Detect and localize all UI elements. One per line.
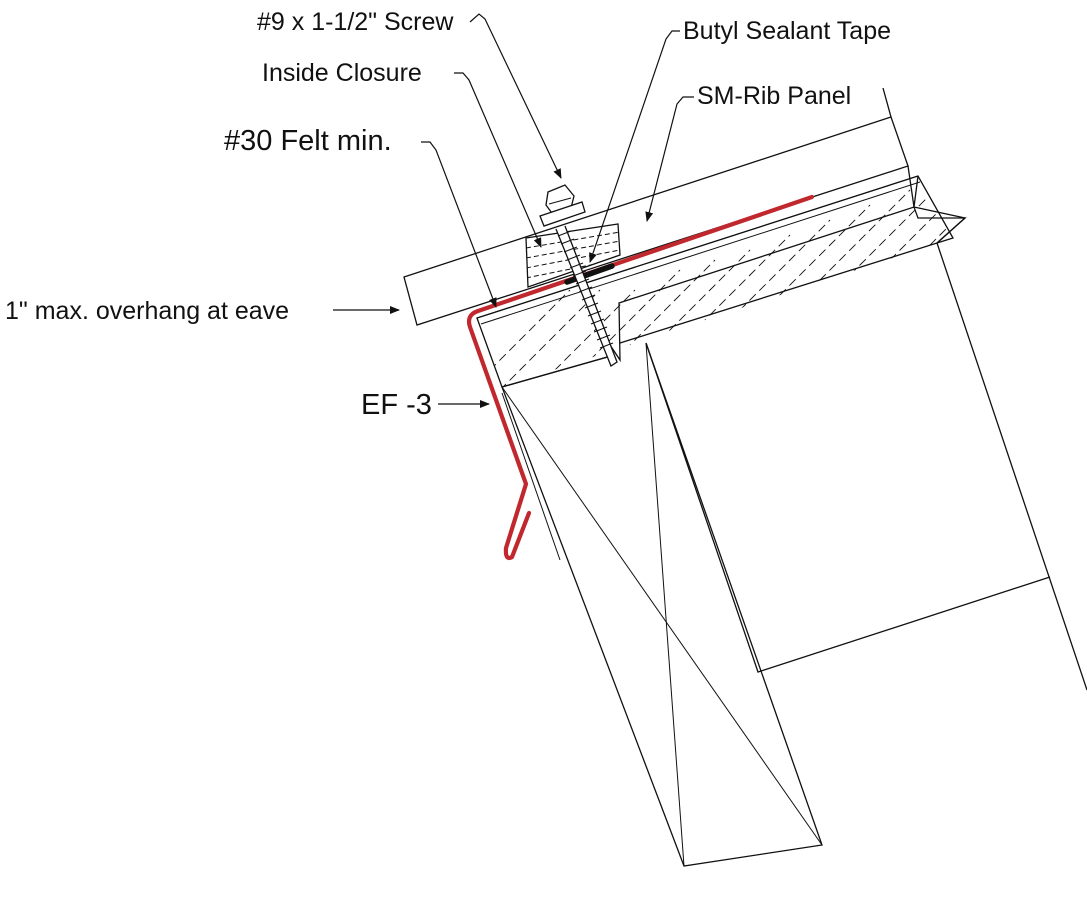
callout-butyl: Butyl Sealant Tape (589, 17, 891, 263)
callout-screw: #9 x 1-1/2" Screw (257, 8, 562, 179)
callout-felt: #30 Felt min. (224, 125, 497, 308)
ef3-label: EF -3 (361, 389, 432, 421)
callout-ef3: EF -3 (361, 389, 490, 421)
overhang-label: 1" max. overhang at eave (5, 297, 289, 325)
felt-label: #30 Felt min. (224, 125, 392, 157)
butyl-label: Butyl Sealant Tape (683, 17, 891, 45)
screw-label: #9 x 1-1/2" Screw (257, 8, 454, 36)
panel-label: SM-Rib Panel (697, 82, 851, 110)
callout-inside-closure: Inside Closure (262, 59, 542, 248)
wall-framing (501, 242, 1087, 867)
eave-flashing-ef3 (466, 194, 815, 561)
butyl-sealant-tape (564, 263, 615, 285)
callout-panel: SM-Rib Panel (645, 82, 851, 222)
screw-threads (557, 230, 614, 349)
inside-closure-label: Inside Closure (262, 59, 422, 87)
callout-overhang: 1" max. overhang at eave (5, 297, 400, 325)
screw (539, 184, 618, 367)
